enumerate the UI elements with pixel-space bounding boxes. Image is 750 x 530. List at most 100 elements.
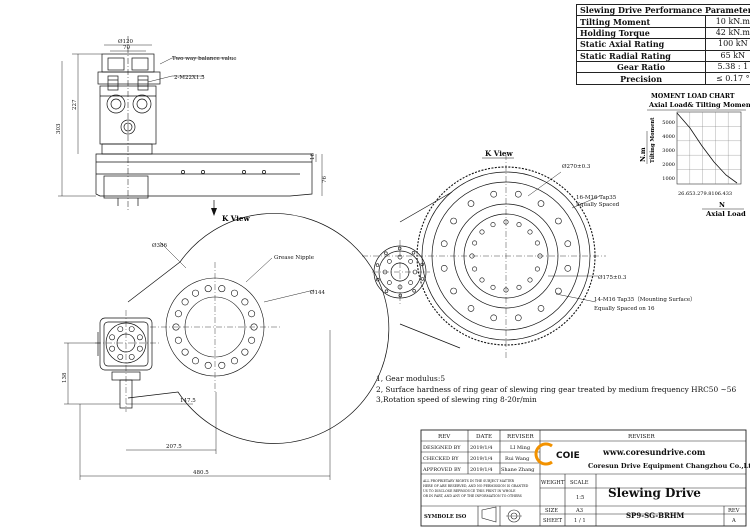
dim-d175: Ø175±0.3 <box>598 274 627 281</box>
tb-legal-1: ALL PROPRIETARY RIGHTS IN THE SUBJECT MA… <box>422 479 515 483</box>
dim-d120: Ø120 <box>118 38 134 45</box>
bolt-hole <box>527 229 533 235</box>
bolt-hole <box>248 310 256 318</box>
coie-logo: COIE <box>534 442 582 466</box>
dim-d386: Ø386 <box>152 242 168 249</box>
k-view <box>362 154 606 360</box>
plan-view-dimensions: Ø386 Grease Nipple Ø144 138 147.5 207.5 … <box>62 242 326 476</box>
param-label: Precision <box>575 72 707 85</box>
param-row: Precision≤ 0.17 ° <box>575 72 750 85</box>
flange-hole <box>398 293 402 298</box>
param-value: 65 kN <box>705 49 750 62</box>
bolt-hole <box>516 222 522 228</box>
performance-parameters-table: Slewing Drive Performance Parameters Til… <box>575 3 750 85</box>
bolt-hole <box>181 348 189 356</box>
load-chart-xticks: 26.653.279.8106.433 <box>678 191 732 197</box>
tb-legal-4: OR IN PART, AND ANY OF THE INFORMATION T… <box>423 494 522 498</box>
flange-hole <box>411 251 416 255</box>
bolt-hole <box>467 305 475 312</box>
load-chart-y-label: Tilting Moment <box>650 117 656 163</box>
k-view-arrow-label: K View <box>222 214 251 223</box>
tb-scale-value: 1:5 <box>576 495 584 501</box>
technical-notes: 1, Gear modulus:5 2, Surface hardness of… <box>376 374 736 406</box>
thread-label: 2-M22X1.5 <box>174 75 205 81</box>
tb-approved-name: Shane Zhang <box>501 467 535 473</box>
bolt-hole <box>192 289 200 297</box>
tb-legal-2: HERE OF ARE RESERVED, AND NO PERMISSION … <box>423 484 529 488</box>
note-gear-modulus: 1, Gear modulus:5 <box>376 374 446 383</box>
bolt-hole <box>537 200 545 207</box>
bolt-hole <box>204 361 212 369</box>
holes-16-m16-label: 16-M16 Tap35 <box>576 195 617 201</box>
bolt-hole <box>555 217 562 225</box>
equally-spaced-16-label: Equally Spaced on 16 <box>594 306 655 312</box>
load-chart-plot <box>676 111 742 185</box>
tb-checked-name: Rui Wang <box>505 456 530 462</box>
motor-bolt-hole <box>109 345 115 352</box>
tb-website: www.coresundrive.com <box>602 447 706 457</box>
bolt-hole <box>248 336 256 344</box>
bolt-hole <box>490 190 498 198</box>
bolt-hole <box>472 240 478 246</box>
flange-hole <box>398 246 402 251</box>
bolt-hole <box>472 266 478 272</box>
bolt-hole <box>555 287 562 295</box>
tb-rev-header: REV <box>438 434 451 440</box>
tb-size-value: A3 <box>575 508 583 514</box>
tb-drawing-title: Slewing Drive <box>608 486 701 500</box>
bolt-hole <box>479 229 485 235</box>
dim-227: 227 <box>72 99 78 110</box>
tb-rev-header-2: REV <box>728 508 740 514</box>
equally-spaced-label: Equally Spaced <box>576 202 620 208</box>
flange-hole <box>384 251 388 255</box>
tb-checked-date: 2019/1/4 <box>470 456 492 462</box>
bolt-hole <box>537 305 545 312</box>
tb-weight-header: WEIGHT <box>541 480 565 486</box>
two-way-valve-label: Two way balance value <box>172 56 237 62</box>
tb-scale-header: SCALE <box>570 480 589 486</box>
bolt-hole <box>469 253 475 259</box>
motor-bolt-hole <box>387 280 392 285</box>
bolt-hole <box>218 361 226 369</box>
tb-symbole-iso: SYMBOLE ISO <box>424 514 467 520</box>
bolt-hole <box>490 222 496 228</box>
load-chart-x-unit: N <box>719 201 725 209</box>
bolt-hole <box>503 287 509 293</box>
flange-hole <box>412 289 416 293</box>
bolt-hole <box>440 264 448 272</box>
load-chart-ytick-0: 5000 <box>662 120 675 126</box>
flange-hole <box>420 277 425 281</box>
bolt-hole <box>231 289 239 297</box>
bolt-hole <box>181 298 189 306</box>
load-curve <box>676 112 738 184</box>
dim-70: 70 <box>123 45 130 51</box>
tb-part-number: SP9-SG-BRHM <box>626 511 685 520</box>
bolt-hole <box>479 277 485 283</box>
tb-approved-label: APPROVED BY <box>422 467 462 473</box>
motor-bolt-hole <box>397 284 403 290</box>
bolt-hole <box>241 348 249 356</box>
load-chart-title: MOMENT LOAD CHART <box>651 93 735 100</box>
param-label: Static Radial Rating <box>575 49 707 62</box>
moment-load-chart: MOMENT LOAD CHART Axial Load& Tilting Mo… <box>639 93 750 218</box>
motor-bolt-hole <box>136 334 143 341</box>
tb-date-header: DATE <box>476 434 492 440</box>
note-surface-hardness: 2, Surface hardness of ring gear of slew… <box>376 384 737 394</box>
dim-76: 76 <box>322 176 328 183</box>
dim-303: 303 <box>56 123 62 134</box>
bolt-hole <box>564 264 572 272</box>
tb-size-header: SIZE <box>545 508 558 514</box>
dim-138: 138 <box>62 372 68 383</box>
bolt-hole <box>514 190 522 198</box>
param-label: Static Axial Rating <box>575 38 707 51</box>
grease-nipple-label: Grease Nipple <box>274 255 314 261</box>
param-value: ≤ 0.17 ° <box>705 72 750 85</box>
dim-d270: Ø270±0.3 <box>562 163 591 170</box>
motor-bolt-hole <box>397 254 403 260</box>
param-value: 42 kN.m <box>705 26 750 40</box>
